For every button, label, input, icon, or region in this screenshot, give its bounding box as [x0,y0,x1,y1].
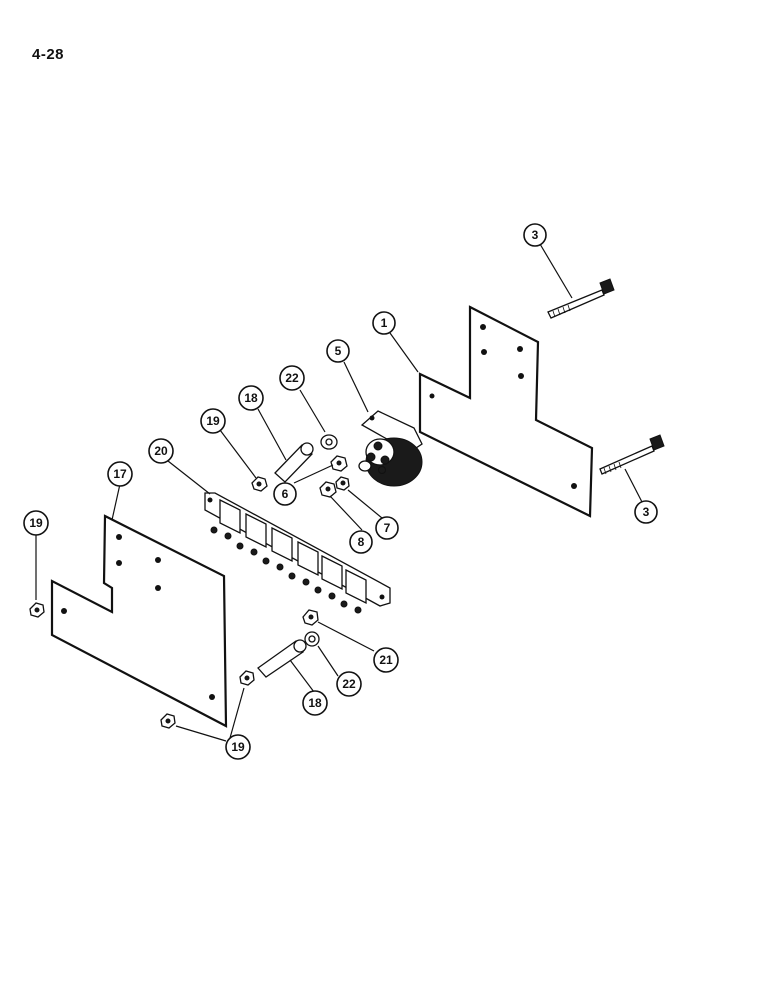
callout-8: 8 [349,530,373,554]
callout-19-lower: 19 [225,734,251,760]
callout-label: 20 [154,444,168,458]
callout-label: 18 [244,391,258,405]
nut-19-d [160,713,176,729]
callout-18-lower: 18 [302,690,328,716]
callout-3-upper: 3 [523,223,547,247]
callout-22-lower: 22 [336,671,362,697]
mounting-plate-left [50,514,228,728]
bolt-lower [599,434,665,475]
callout-3-lower: 3 [634,500,658,524]
callout-label: 19 [231,740,245,754]
callout-22-upper: 22 [279,365,305,391]
rotary-switch [358,410,423,487]
leader-lines [35,243,643,742]
nut-19-c [239,670,255,686]
mounting-plate-right [418,305,594,518]
callout-label: 19 [206,414,220,428]
spacer-upper [274,442,314,483]
callout-20: 20 [148,438,174,464]
callout-18-upper: 18 [238,385,264,411]
nut-21 [302,609,319,626]
callout-label: 7 [384,521,391,535]
callout-17: 17 [107,461,133,487]
washer-upper [320,434,338,450]
callout-label: 1 [381,316,388,330]
callout-7: 7 [375,516,399,540]
callout-5: 5 [326,339,350,363]
callout-label: 8 [358,535,365,549]
bolt-upper [547,278,615,319]
nut-7 [335,476,350,491]
callout-1: 1 [372,311,396,335]
callout-6: 6 [273,482,297,506]
spacer-lower [257,639,307,678]
callout-19-left: 19 [23,510,49,536]
washer-lower [304,631,320,647]
nut-8 [319,481,337,498]
callout-label: 3 [532,228,539,242]
callout-19-upper: 19 [200,408,226,434]
callout-label: 17 [113,467,127,481]
nut-19-a [251,476,268,492]
callout-label: 5 [335,344,342,358]
callout-label: 22 [342,677,356,691]
nut-6 [330,455,348,472]
callout-label: 6 [282,487,289,501]
callout-21: 21 [373,647,399,673]
circuit-breaker-strip [204,492,391,614]
nut-19-b [29,602,45,618]
page-number: 4-28 [32,46,65,63]
callout-label: 22 [285,371,299,385]
callout-label: 21 [379,653,393,667]
callout-label: 19 [29,516,43,530]
callout-label: 3 [643,505,650,519]
callout-label: 18 [308,696,322,710]
